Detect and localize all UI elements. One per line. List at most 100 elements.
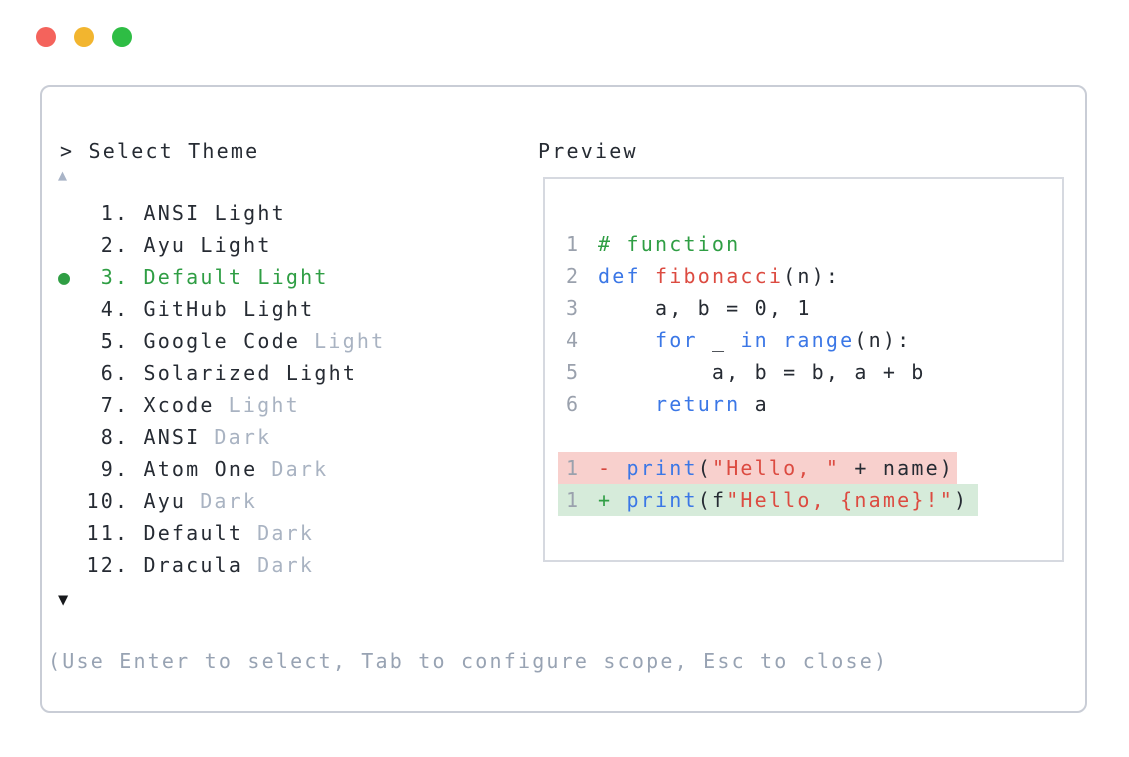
diff-minus-sign: - — [598, 456, 627, 480]
minimize-button[interactable] — [74, 27, 94, 47]
theme-item-number: 1. — [58, 201, 144, 225]
code-token: (n): — [854, 328, 912, 352]
theme-item-xcode-light[interactable]: 7. Xcode Light — [58, 389, 385, 421]
code-line-3: 3 a, b = 0, 1 — [566, 292, 978, 324]
theme-item-github-light[interactable]: 4. GitHub Light — [58, 293, 385, 325]
line-number: 1 — [566, 232, 581, 256]
code-line-5: 5 a, b = b, a + b — [566, 356, 978, 388]
theme-item-ansi-dark[interactable]: 8. ANSI Dark — [58, 421, 385, 453]
code-token: (n): — [783, 264, 841, 288]
theme-item-name: Xcode — [143, 393, 215, 417]
theme-item-default-dark[interactable]: 11. Default Dark — [58, 517, 385, 549]
theme-item-name: ANSI — [143, 425, 201, 449]
theme-item-suffix: Dark — [257, 553, 315, 577]
theme-item-number: 10. — [58, 489, 144, 513]
theme-item-default-light-selected[interactable]: ● 3. Default Light — [58, 261, 385, 293]
scroll-down-indicator[interactable]: ▼ — [58, 590, 69, 610]
code-token-keyword: return — [654, 392, 741, 416]
theme-item-number: 6. — [58, 361, 144, 385]
line-number: 3 — [566, 296, 581, 320]
code-token — [598, 328, 655, 352]
code-token: ( — [697, 456, 712, 480]
diff-removed-highlight: 1- print("Hello, " + name) — [558, 452, 958, 484]
theme-item-dracula-dark[interactable]: 12. Dracula Dark — [58, 549, 385, 581]
code-token: _ — [697, 328, 741, 352]
code-line-4: 4 for _ in range(n): — [566, 324, 978, 356]
code-token-keyword: def — [598, 264, 641, 288]
theme-item-ayu-light[interactable]: 2. Ayu Light — [58, 229, 385, 261]
theme-item-number: 2. — [58, 233, 144, 257]
theme-item-number: 4. — [58, 297, 144, 321]
theme-item-atom-one-dark[interactable]: 9. Atom One Dark — [58, 453, 385, 485]
theme-item-suffix: Light — [228, 393, 300, 417]
scroll-up-indicator[interactable]: ▲ — [58, 166, 68, 184]
theme-item-ansi-light[interactable]: 1. ANSI Light — [58, 197, 385, 229]
theme-item-name: Google Code — [143, 329, 301, 353]
theme-item-number: 7. — [58, 393, 144, 417]
code-token-keyword: in — [740, 328, 769, 352]
code-token-fstring: "Hello, {name}!" — [726, 488, 955, 512]
blank-line — [566, 420, 978, 452]
theme-item-suffix: Dark — [271, 457, 329, 481]
theme-item-name: Default — [143, 521, 244, 545]
code-token-builtin: print — [626, 456, 698, 480]
line-number: 5 — [566, 360, 581, 384]
diff-added-line: 1 + print(f"Hello, {name}!") — [558, 484, 979, 516]
keyboard-hint-footer: (Use Enter to select, Tab to configure s… — [48, 649, 889, 673]
diff-added-highlight: 1 + print(f"Hello, {name}!") — [558, 484, 979, 516]
code-line-1: 1 # function — [566, 228, 978, 260]
theme-item-number: 11. — [58, 521, 144, 545]
theme-item-suffix: Light — [314, 329, 386, 353]
code-token — [598, 392, 655, 416]
select-theme-prompt: > Select Theme — [60, 139, 260, 163]
code-token-keyword: for — [654, 328, 698, 352]
diff-removed-line: 1- print("Hello, " + name) — [558, 452, 978, 484]
code-token-string: "Hello, " — [711, 456, 841, 480]
preview-label: Preview — [538, 139, 638, 163]
code-line-6: 6 return a — [566, 388, 978, 420]
line-number: 2 — [566, 264, 581, 288]
code-token: + name) — [840, 456, 955, 480]
close-button[interactable] — [36, 27, 56, 47]
theme-item-name: Ayu — [143, 489, 187, 513]
theme-item-suffix: Dark — [214, 425, 272, 449]
theme-picker-panel: > Select Theme ▲ 1. ANSI Light 2. Ayu Li… — [40, 85, 1087, 713]
theme-item-name: Default Light — [143, 265, 329, 289]
code-token — [769, 328, 783, 352]
code-token-builtin: range — [783, 328, 855, 352]
theme-item-name: Solarized Light — [143, 361, 358, 385]
line-number: 6 — [566, 392, 581, 416]
theme-item-name: Dracula — [143, 553, 244, 577]
theme-item-suffix: Dark — [257, 521, 315, 545]
code-token-function-name: fibonacci — [654, 264, 784, 288]
window-controls — [36, 27, 132, 47]
theme-item-number: 12. — [58, 553, 144, 577]
theme-list: 1. ANSI Light 2. Ayu Light ● 3. Default … — [58, 197, 385, 581]
line-number: 1 — [566, 488, 581, 512]
selected-bullet-and-number: ● 3. — [58, 265, 144, 289]
code-line-2: 2 def fibonacci(n): — [566, 260, 978, 292]
diff-plus-sign: + — [598, 488, 627, 512]
code-token-builtin: print — [626, 488, 698, 512]
theme-item-number: 8. — [58, 425, 144, 449]
theme-item-number: 5. — [58, 329, 144, 353]
code-token: a — [740, 392, 769, 416]
theme-item-solarized-light[interactable]: 6. Solarized Light — [58, 357, 385, 389]
theme-item-suffix: Dark — [200, 489, 258, 513]
theme-item-google-code-light[interactable]: 5. Google Code Light — [58, 325, 385, 357]
theme-item-ayu-dark[interactable]: 10. Ayu Dark — [58, 485, 385, 517]
code-token: (f — [697, 488, 727, 512]
code-token — [641, 264, 655, 288]
maximize-button[interactable] — [112, 27, 132, 47]
code-token-comment: # function — [598, 232, 741, 256]
theme-item-name: Ayu Light — [143, 233, 272, 257]
theme-item-name: Atom One — [143, 457, 258, 481]
code-token: a, b = b, a + b — [598, 360, 926, 384]
code-token: ) — [954, 488, 969, 512]
line-number: 4 — [566, 328, 581, 352]
code-token: a, b = 0, 1 — [598, 296, 812, 320]
theme-item-name: ANSI Light — [143, 201, 286, 225]
theme-item-number: 9. — [58, 457, 144, 481]
